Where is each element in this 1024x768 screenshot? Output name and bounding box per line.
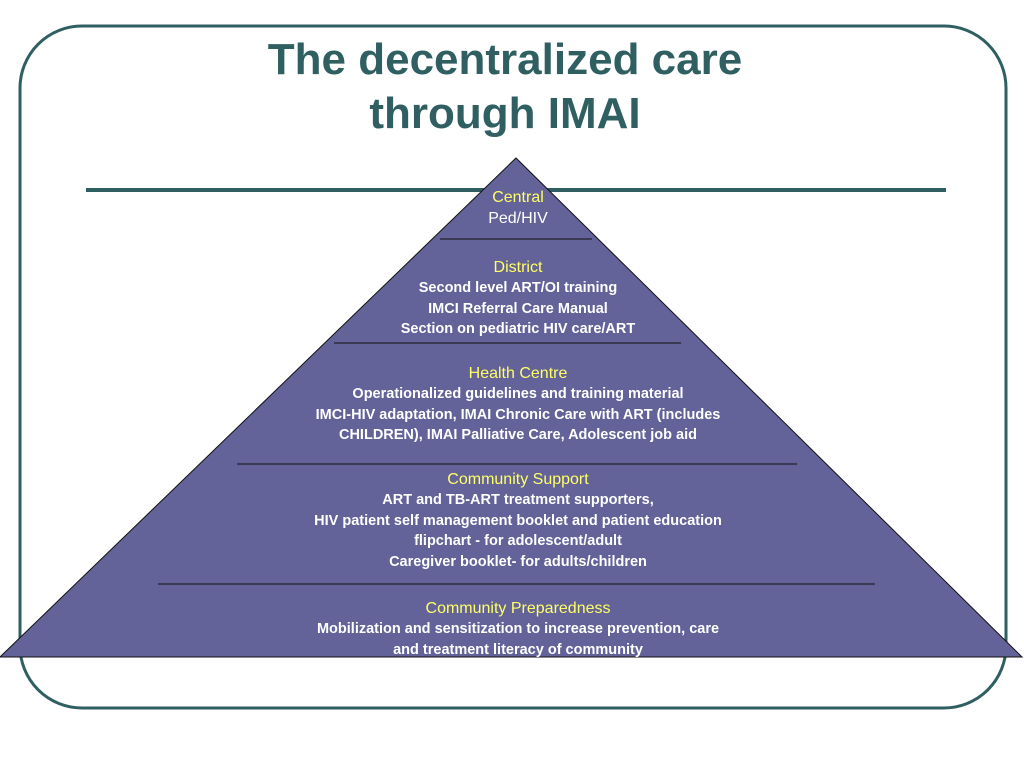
level-heading: Community Preparedness [425, 600, 611, 617]
page-title-line-2: through IMAI [369, 89, 641, 138]
level-text: Caregiver booklet- for adults/children [389, 553, 647, 570]
pyramid-level-central: Central Ped/HIV [0, 188, 1024, 230]
level-text: IMCI-HIV adaptation, IMAI Chronic Care w… [315, 406, 721, 423]
level-text: IMCI Referral Care Manual [428, 300, 608, 317]
level-text: and treatment literacy of community [393, 641, 643, 658]
level-heading: Health Centre [468, 365, 568, 382]
level-heading: Community Support [447, 471, 589, 488]
level-text: Operationalized guidelines and training … [352, 386, 684, 402]
rounded-border [18, 24, 1008, 710]
pyramid-level-community-preparedness: Community Preparedness Mobilization and … [0, 599, 1024, 660]
pyramid-level-district: District Second level ART/OI training IM… [0, 258, 1024, 340]
pyramid-level-health-centre: Health Centre Operationalized guidelines… [0, 364, 1024, 446]
level-text: Second level ART/OI training [418, 280, 618, 296]
level-text: Ped/HIV [488, 210, 548, 227]
level-heading: District [493, 259, 543, 276]
page-title-line-1: The decentralized care [267, 35, 743, 84]
level-heading: Central [492, 189, 544, 206]
level-text: HIV patient self management booklet and … [314, 512, 722, 529]
level-text: CHILDREN), IMAI Palliative Care, Adolesc… [338, 427, 697, 443]
level-text: flipchart - for adolescent/adult [414, 533, 622, 549]
level-text: ART and TB-ART treatment supporters, [382, 492, 654, 508]
level-text: Section on pediatric HIV care/ART [400, 321, 636, 337]
level-text: Mobilization and sensitization to increa… [316, 621, 720, 637]
pyramid-level-community-support: Community Support ART and TB-ART treatme… [0, 470, 1024, 572]
pyramid [0, 157, 1024, 658]
